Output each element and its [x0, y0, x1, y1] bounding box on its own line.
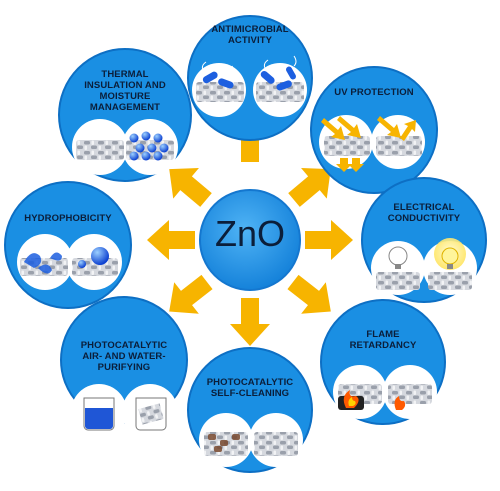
uv-illustration [321, 116, 422, 172]
label-antimicrobial: ANTIMICROBIAL ACTIVITY [211, 24, 289, 46]
label-electrical: ELECTRICAL CONDUCTIVITY [387, 202, 461, 224]
label-hydrophobicity: HYDROPHOBICITY [24, 213, 112, 224]
label-uv: UV PROTECTION [334, 87, 414, 98]
arrows [147, 114, 353, 346]
flame-illustration [338, 384, 432, 410]
arrow-right [305, 220, 353, 260]
electrical-illustration [376, 238, 472, 290]
label-flame: FLAME RETARDANCY [349, 329, 417, 351]
arrow-down [230, 298, 270, 346]
thermal-illustration [76, 131, 174, 161]
arrow-upper-right [288, 167, 331, 207]
purify-illustration [83, 397, 167, 431]
selfclean-illustration [204, 432, 298, 456]
arrow-upper-left [169, 167, 212, 207]
center-circle [199, 189, 301, 291]
center-label: ZnO [214, 213, 285, 254]
label-thermal: THERMAL INSULATION AND MOISTURE MANAGEME… [84, 69, 166, 113]
arrow-left [147, 220, 195, 260]
hydrophobicity-illustration [20, 247, 118, 276]
label-selfclean: PHOTOCATALYTIC SELF-CLEANING [206, 377, 294, 399]
antimicrobial-illustration [196, 55, 304, 102]
arrow-lower-left [169, 274, 213, 314]
label-purify: PHOTOCATALYTIC AIR- AND WATER- PURIFYING [80, 340, 168, 373]
arrow-lower-right [287, 274, 331, 314]
